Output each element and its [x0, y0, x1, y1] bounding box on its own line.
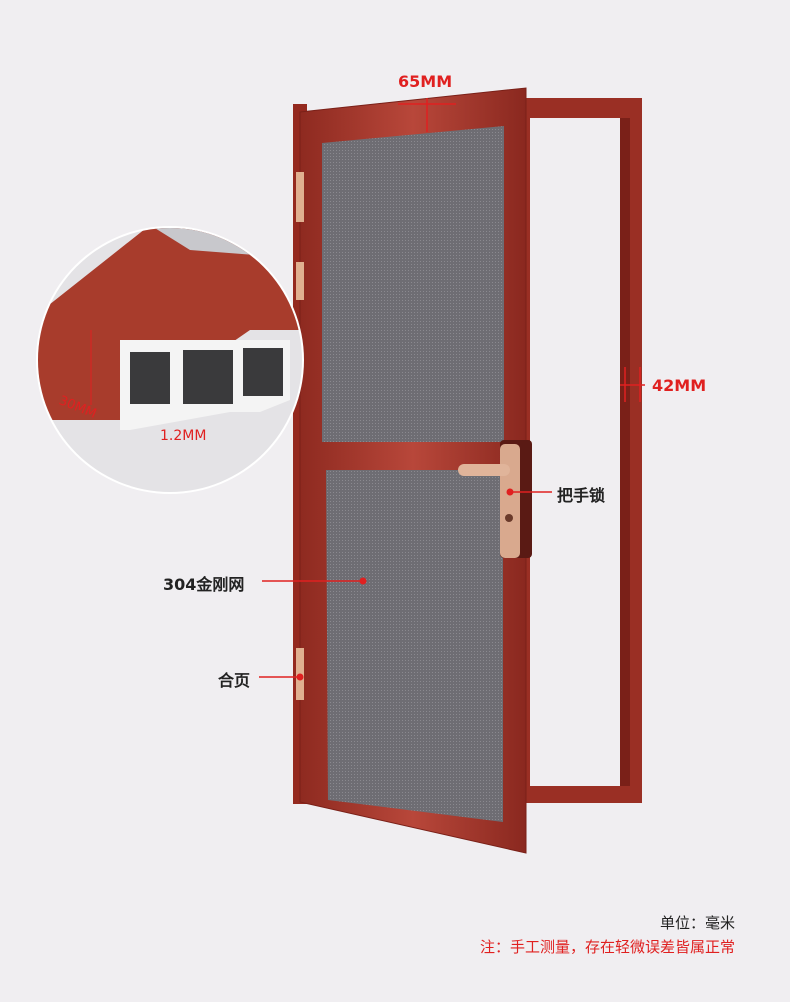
- profile-closeup: [36, 226, 304, 494]
- dim-top-width: 65MM: [398, 72, 453, 91]
- unit-note: 单位：毫米: [659, 914, 735, 932]
- dim-frame-depth: 42MM: [652, 376, 707, 395]
- measurement-disclaimer: 注：手工测量，存在轻微误差皆属正常: [479, 938, 735, 956]
- callout-hinge: 合页: [218, 671, 251, 690]
- door-frame: [293, 98, 642, 804]
- dim-wall-thickness: 1.2MM: [160, 428, 207, 444]
- door-leaf: [296, 87, 532, 854]
- callout-mesh: 304金刚网: [163, 575, 245, 594]
- hinge-mid: [296, 262, 304, 300]
- hinge-top: [296, 172, 304, 222]
- handle-lock: [500, 444, 520, 558]
- callout-handle-lock: 把手锁: [557, 486, 606, 505]
